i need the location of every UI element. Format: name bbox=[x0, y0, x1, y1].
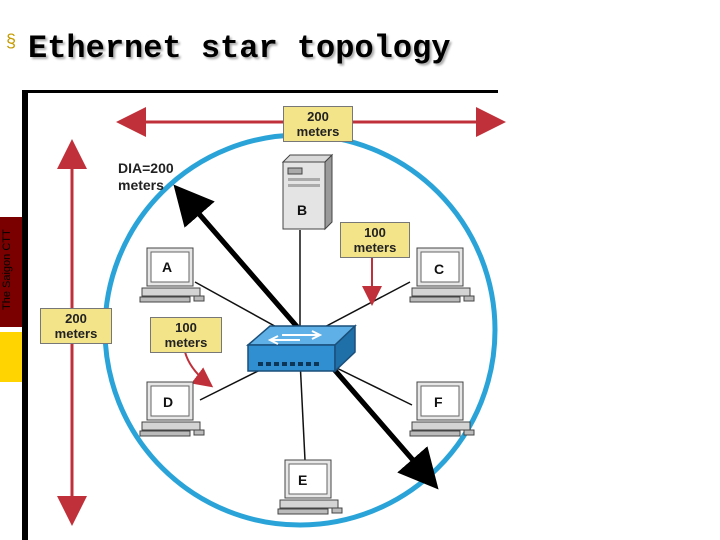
top-divider bbox=[22, 90, 498, 93]
label-diameter: DIA=200 meters bbox=[118, 160, 174, 193]
pc-e-icon bbox=[277, 459, 343, 515]
slide-title: Ethernet star topology bbox=[28, 30, 451, 67]
node-label-d: D bbox=[163, 394, 174, 410]
node-label-b: B bbox=[297, 202, 308, 218]
side-divider bbox=[22, 92, 28, 540]
node-label-f: F bbox=[434, 394, 443, 410]
server-icon bbox=[281, 153, 334, 231]
node-label-e: E bbox=[298, 472, 308, 488]
arrow-100m-d bbox=[184, 351, 214, 388]
side-block-white bbox=[0, 92, 22, 217]
label-100m-d: 100 meters bbox=[150, 317, 222, 353]
side-bar bbox=[0, 92, 22, 540]
pc-f-icon bbox=[409, 381, 475, 437]
node-label-a: A bbox=[162, 259, 173, 275]
pc-c-icon bbox=[409, 247, 475, 303]
label-left-distance: 200 meters bbox=[40, 308, 112, 344]
cable-to-e bbox=[299, 359, 306, 461]
title-bullet-icon: § bbox=[6, 31, 17, 51]
pc-a-icon bbox=[139, 247, 205, 303]
side-block-yellow bbox=[0, 332, 22, 382]
label-top-distance: 200 meters bbox=[283, 106, 353, 142]
pc-d-icon bbox=[139, 381, 205, 437]
side-block-dark-red bbox=[0, 217, 22, 327]
node-label-c: C bbox=[434, 261, 445, 277]
label-100m-c: 100 meters bbox=[340, 222, 410, 258]
hub-icon bbox=[245, 324, 357, 373]
